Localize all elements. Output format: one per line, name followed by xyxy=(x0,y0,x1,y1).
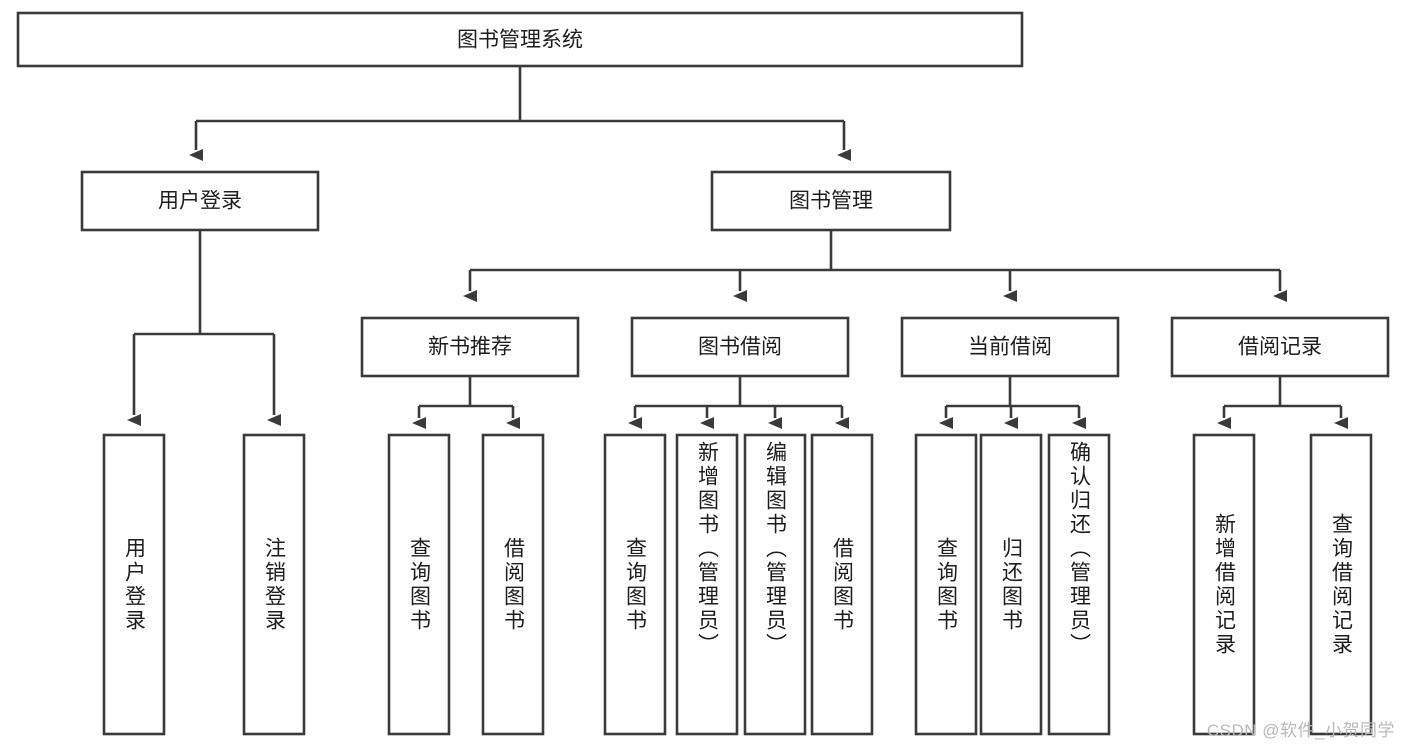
node-user-login-label: 用户登录 xyxy=(158,190,242,213)
leaf-box-borrow-record-1[interactable] xyxy=(1309,433,1373,736)
node-current-borrow-label: 当前借阅 xyxy=(968,336,1052,359)
connector-userlogin-to-leaves xyxy=(127,230,281,426)
leaf-box-book-borrow-2[interactable] xyxy=(743,433,807,736)
connector-newbook-to-leaves xyxy=(412,376,520,429)
leaf-box-new-book-1[interactable] xyxy=(481,433,545,736)
leaf-box-book-borrow-3[interactable] xyxy=(810,433,874,736)
leaf-box-current-borrow-2[interactable] xyxy=(1047,433,1111,736)
leaf-box-user-login-0[interactable] xyxy=(102,433,166,736)
connector-bookmgmt-to-level3 xyxy=(463,230,1287,302)
leaf-box-current-borrow-0[interactable] xyxy=(914,433,978,736)
node-book-management-label: 图书管理 xyxy=(789,190,873,213)
node-new-book-recommend[interactable] xyxy=(360,316,580,378)
node-current-borrow[interactable] xyxy=(900,316,1120,378)
node-book-borrow-label: 图书借阅 xyxy=(698,336,782,359)
connector-current-to-leaves xyxy=(939,376,1086,429)
leaf-box-borrow-record-0[interactable] xyxy=(1192,433,1256,736)
leaf-box-book-borrow-1[interactable] xyxy=(675,433,739,736)
leaf-box-user-login-1[interactable] xyxy=(242,433,306,736)
leaf-box-book-borrow-0[interactable] xyxy=(603,433,667,736)
leaf-box-current-borrow-1[interactable] xyxy=(979,433,1043,736)
node-borrow-record-label: 借阅记录 xyxy=(1238,336,1322,359)
csdn-watermark: CSDN @软件_小贺同学 xyxy=(1206,721,1395,740)
node-book-borrow[interactable] xyxy=(630,316,850,378)
node-user-login[interactable] xyxy=(80,170,320,232)
leaf-box-new-book-0[interactable] xyxy=(387,433,451,736)
connector-root-to-bus xyxy=(189,66,851,161)
connector-record-to-leaves xyxy=(1217,376,1348,429)
node-root[interactable] xyxy=(16,11,1024,68)
node-root-label: 图书管理系统 xyxy=(457,29,583,52)
connector-borrow-to-leaves xyxy=(628,376,849,429)
node-book-management[interactable] xyxy=(710,170,952,232)
node-borrow-record[interactable] xyxy=(1170,316,1390,378)
node-new-book-recommend-label: 新书推荐 xyxy=(428,336,512,359)
